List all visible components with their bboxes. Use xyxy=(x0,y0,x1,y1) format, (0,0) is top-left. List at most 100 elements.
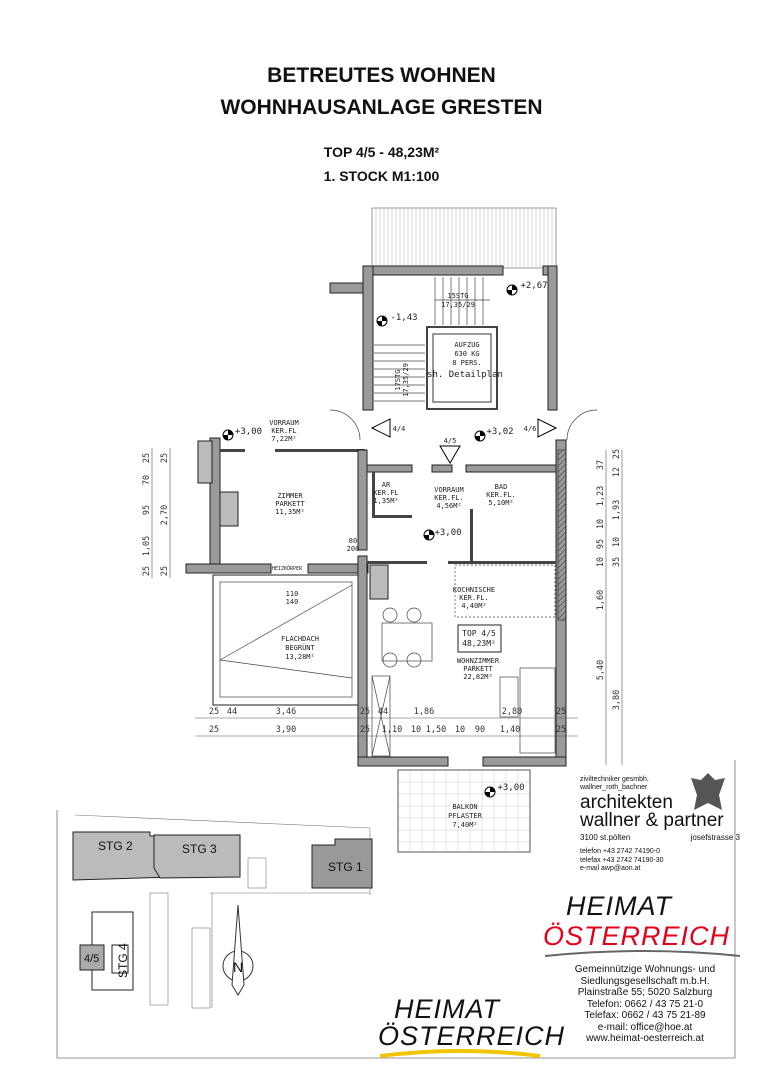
room-name: AR xyxy=(382,481,391,489)
dimension-value: 10 xyxy=(612,537,622,547)
apartment-walls xyxy=(185,437,567,767)
stair-lower-ratio: 17,35/29 xyxy=(402,363,410,397)
dimension-value: 1,40 xyxy=(500,725,520,735)
architect-firm-type: ziviltechniker gesmbh. wallner_roth_bach… xyxy=(580,776,649,792)
site-building-stg4: STG 4 xyxy=(116,943,130,978)
room-floor: KER.FL. xyxy=(459,594,489,602)
room-area: 22,82M² xyxy=(463,673,493,681)
dimension-value: 1,86 xyxy=(414,707,434,717)
unit-box-top: TOP 4/5 xyxy=(462,629,496,638)
dimension-value: 10 xyxy=(596,519,606,529)
level-value: +3,00 xyxy=(235,427,262,437)
room-name: BALKON xyxy=(452,803,477,811)
dimension-value: 1,23 xyxy=(596,486,606,506)
overlay-oesterreich: ÖSTERREICH xyxy=(378,1021,566,1051)
room-floor: PARKETT xyxy=(463,665,493,673)
architect-name1: architekten xyxy=(580,792,673,813)
stair-upper-label: 15STG xyxy=(447,292,468,300)
window-dim: 110 xyxy=(286,590,299,598)
level-value: +2,67 xyxy=(520,281,547,291)
heimat-logo-line1: HEIMAT xyxy=(566,892,672,920)
level-value: +3,00 xyxy=(497,783,524,793)
dimension-value: 35 xyxy=(612,557,622,567)
elevator-capacity: 630 KG xyxy=(454,350,479,358)
door-tag: 4/4 xyxy=(393,425,406,433)
room-area: 4,56M² xyxy=(436,502,461,510)
architect-email: e-mail awp@aon.at xyxy=(580,865,641,872)
room-area: 13,28M² xyxy=(285,653,315,661)
north-label: N xyxy=(233,959,243,975)
door-tag: 4/5 xyxy=(444,437,457,445)
dimension-value: 25 xyxy=(160,453,170,463)
dimension-lines xyxy=(151,448,623,765)
level-value: -1,43 xyxy=(390,313,417,323)
flat-roof xyxy=(212,574,359,706)
dimension-value: 44 xyxy=(227,707,237,717)
room-area: 7,22M² xyxy=(271,435,296,443)
level-marker-icon xyxy=(474,430,486,442)
elevator-note: sh. Detailplan xyxy=(427,370,503,380)
dimension-value: 5,40 xyxy=(596,660,606,680)
site-building-stg2: STG 2 xyxy=(98,839,133,853)
site-plan: STG 2 STG 3 STG 1 STG 4 4/5 N xyxy=(72,814,373,1009)
room-area: 4,40M² xyxy=(461,602,486,610)
dimension-value: 95 xyxy=(596,539,606,549)
page-frame xyxy=(56,760,736,1059)
coop-line: Siedlungsgesellschaft m.b.H. xyxy=(580,975,710,987)
level-marker-icon xyxy=(376,315,388,327)
coop-line: e-mail: office@hoe.at xyxy=(597,1021,693,1033)
room-floor: KER.FL xyxy=(373,489,398,497)
level-value: +3,00 xyxy=(434,528,461,538)
dimension-value: 25 xyxy=(556,725,566,735)
dimension-value: 95 xyxy=(142,505,152,515)
architect-line2: wallner_roth_bachner xyxy=(580,784,648,791)
door-tag: 4/6 xyxy=(524,425,537,433)
logo-swoosh xyxy=(379,1049,541,1058)
room-name: ZIMMER xyxy=(277,492,303,500)
dimension-value: 25 xyxy=(556,707,566,717)
dimension-value: 25 xyxy=(142,453,152,463)
dimension-value: 90 xyxy=(475,725,485,735)
unit-box-area: 48,23M² xyxy=(462,639,496,648)
room-floor: PFLASTER xyxy=(448,812,483,820)
room-name: WOHNZIMMER xyxy=(457,657,500,665)
level-marker-icon xyxy=(423,529,435,541)
stair-balcony xyxy=(371,207,557,269)
dimension-value: 25 xyxy=(360,707,370,717)
dimension-value: 12 xyxy=(612,467,622,477)
architect-line1: ziviltechniker gesmbh. xyxy=(580,776,649,783)
room-floor: BEGRÜNT xyxy=(285,643,315,652)
site-building-stg3: STG 3 xyxy=(182,842,217,856)
dimension-value: 25 xyxy=(142,566,152,576)
level-marker-icon xyxy=(222,429,234,441)
title-line-2: WOHNHAUSANLAGE GRESTEN xyxy=(220,96,543,119)
elevator-label: AUFZUG xyxy=(454,341,479,349)
heimat-logo-overlay: HEIMAT ÖSTERREICH xyxy=(378,996,565,1050)
austrian-eagle-emblem xyxy=(691,773,725,810)
radiator-label: HEIZKÖRPER xyxy=(272,565,303,572)
room-floor: PARKETT xyxy=(275,500,305,508)
coop-line: Telefax: 0662 / 43 75 21-89 xyxy=(584,1010,706,1021)
dimension-value: 25 xyxy=(160,566,170,576)
room-labels: VORRAUM KER.FL 7,22M² ZIMMER PARKETT 11,… xyxy=(269,419,516,829)
elevator-persons: 8 PERS. xyxy=(452,359,482,367)
room-area: 1,35M² xyxy=(373,497,398,505)
level-markers: +3,00 -1,43 +2,67 +3,02 +3,00 +3,00 xyxy=(222,281,548,798)
room-name: FLACHDACH xyxy=(281,635,319,643)
dimension-value: 1,50 xyxy=(426,725,446,735)
dimension-value: 25 xyxy=(612,449,622,459)
door-dim: 200 xyxy=(347,545,360,553)
dimension-value: 25 xyxy=(360,725,370,735)
dimension-value: 2,80 xyxy=(502,707,522,717)
room-name: VORRAUM xyxy=(434,486,464,494)
room-area: 7,40M² xyxy=(452,821,477,829)
architect-name: architekten wallner & partner xyxy=(580,792,724,830)
logo-rule xyxy=(544,950,741,957)
stair-lower-label: 17STG xyxy=(394,369,402,390)
room-name: BAD xyxy=(495,483,508,491)
architect-street: josefstrasse 3 xyxy=(690,833,740,842)
dimension-value: 10 xyxy=(455,725,465,735)
dimension-value: 1,93 xyxy=(612,500,622,520)
coop-line: Plainstraße 55; 5020 Salzburg xyxy=(577,987,713,998)
